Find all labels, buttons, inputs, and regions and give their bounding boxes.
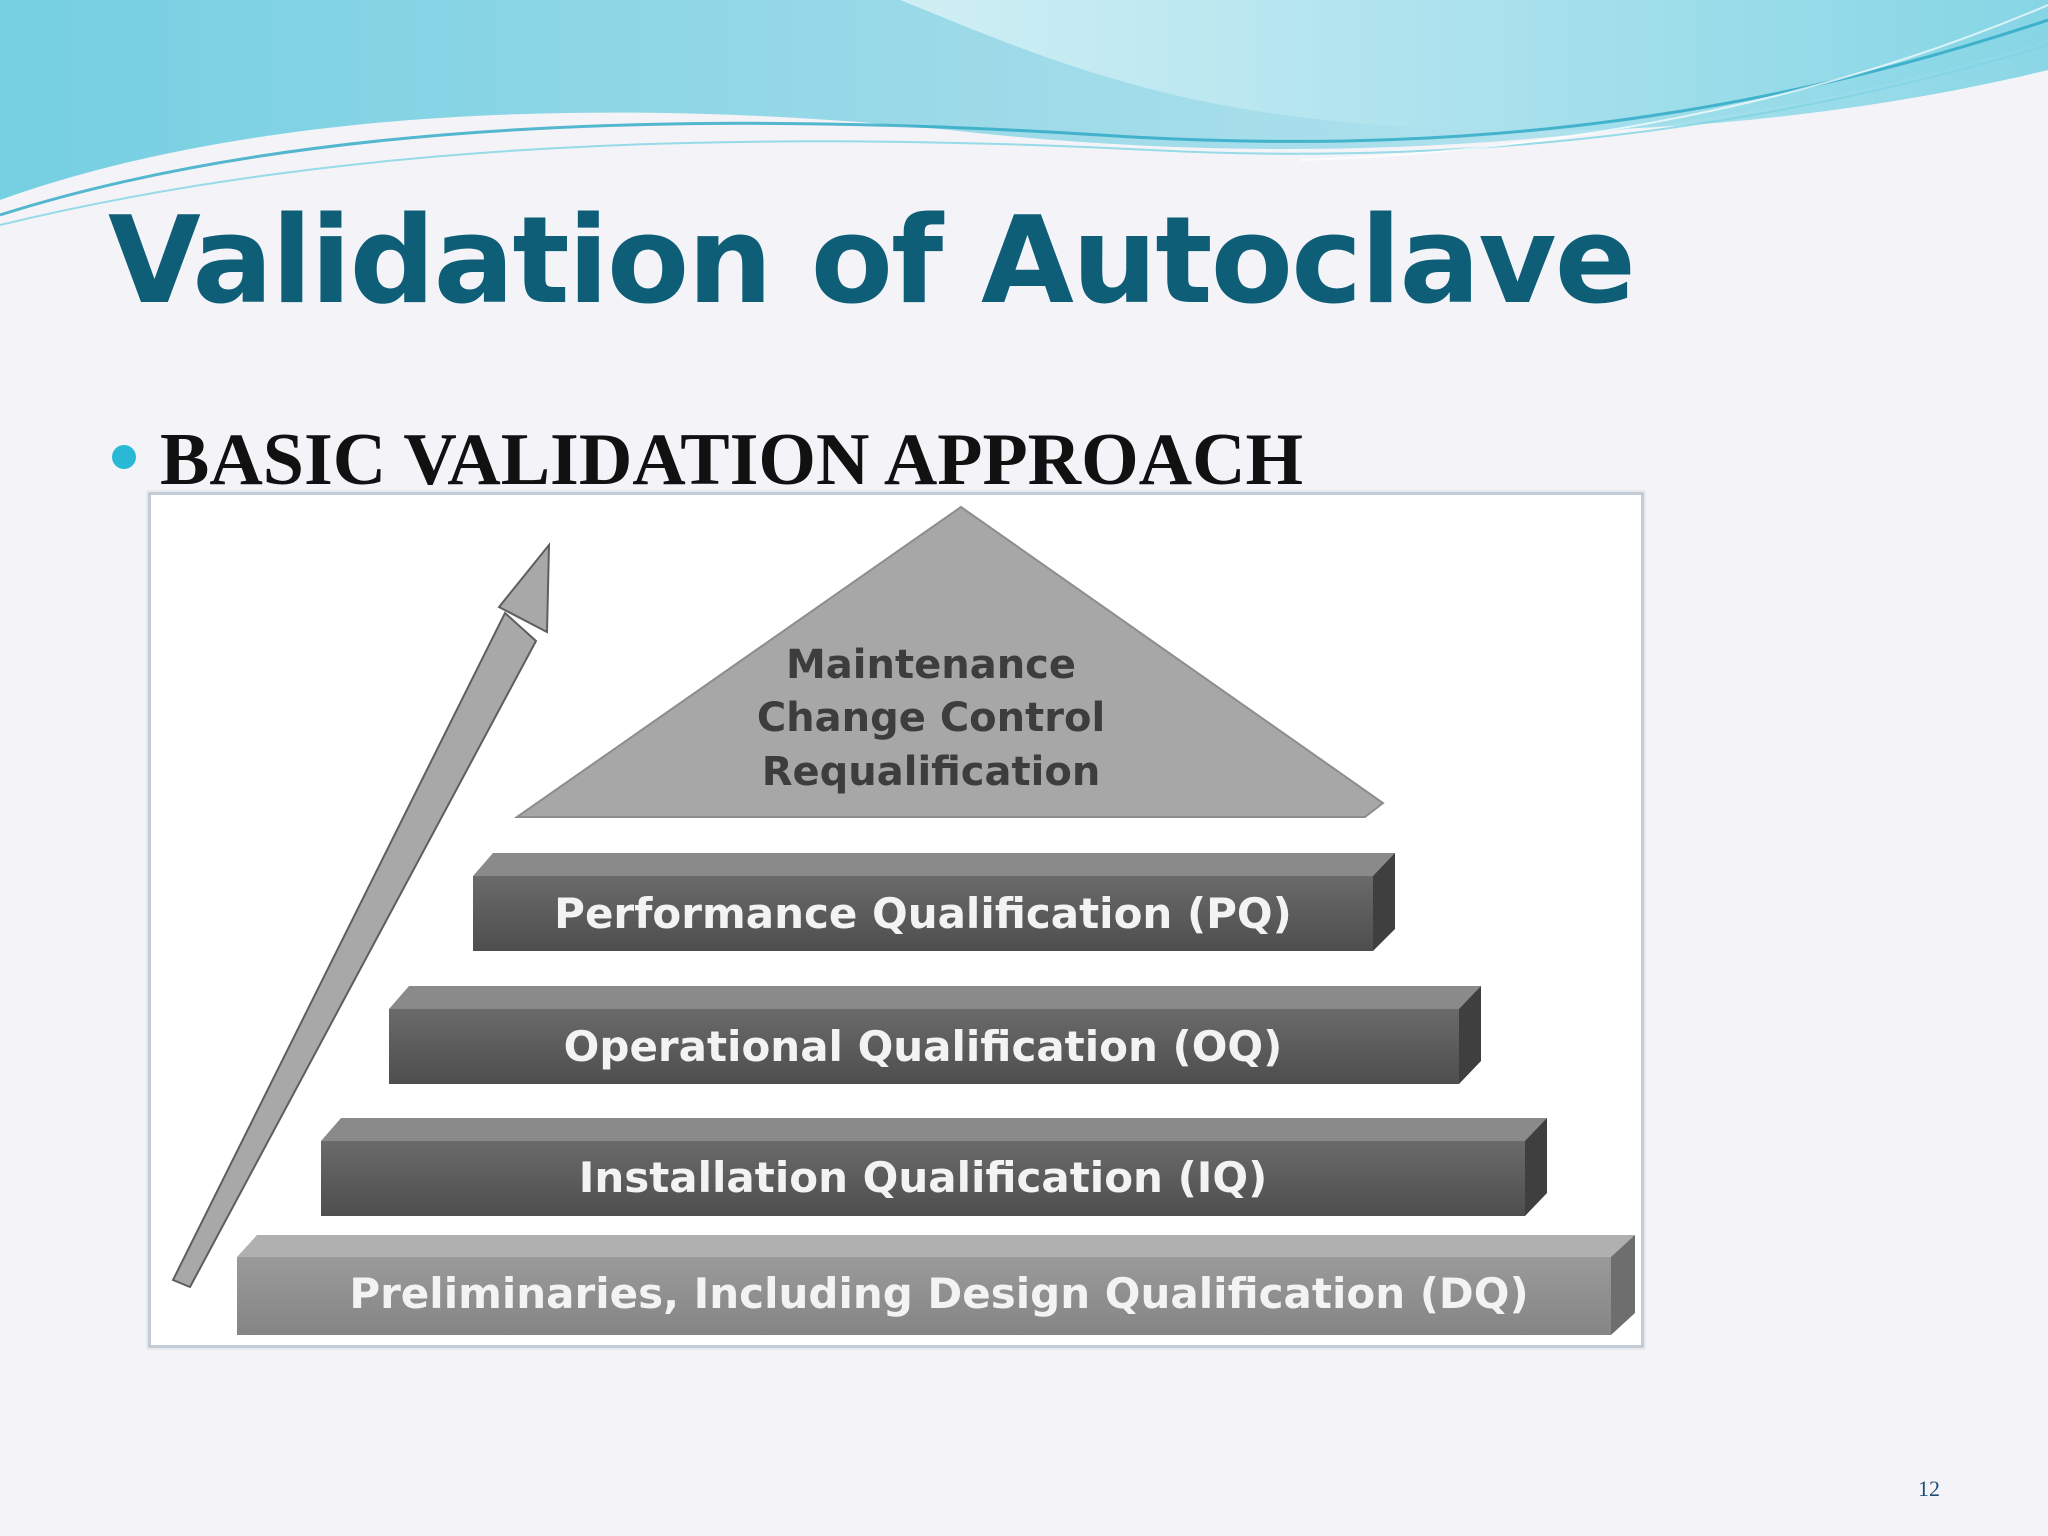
apex-triangle (513, 505, 1385, 818)
tier-label-oq: Operational Qualification (OQ) (564, 1022, 1283, 1071)
tier-label-iq: Installation Qualification (IQ) (579, 1153, 1268, 1202)
validation-pyramid-diagram: Maintenance Change Control Requalificati… (148, 492, 1644, 1348)
tier-dq: Preliminaries, Including Design Qualific… (237, 1235, 1635, 1335)
apex-label-change-control: Change Control (757, 695, 1105, 741)
tier-label-pq: Performance Qualification (PQ) (554, 889, 1292, 938)
page-number: 12 (1918, 1476, 1940, 1501)
slide-title: Validation of Autoclave (108, 192, 1636, 331)
bullet-icon (112, 444, 136, 469)
apex-label-requalification: Requalification (762, 749, 1101, 795)
tier-pq: Performance Qualification (PQ) (473, 853, 1395, 951)
tier-label-dq: Preliminaries, Including Design Qualific… (349, 1269, 1528, 1318)
apex-label-maintenance: Maintenance (786, 642, 1076, 688)
progression-arrow (171, 542, 551, 1289)
pyramid-svg: Maintenance Change Control Requalificati… (171, 505, 1635, 1335)
header-wave-decoration (0, 0, 2048, 226)
tier-iq: Installation Qualification (IQ) (321, 1118, 1547, 1216)
tier-oq: Operational Qualification (OQ) (389, 986, 1481, 1084)
bullet-item: BASIC VALIDATION APPROACH (112, 418, 1303, 503)
bullet-text: BASIC VALIDATION APPROACH (160, 419, 1304, 501)
